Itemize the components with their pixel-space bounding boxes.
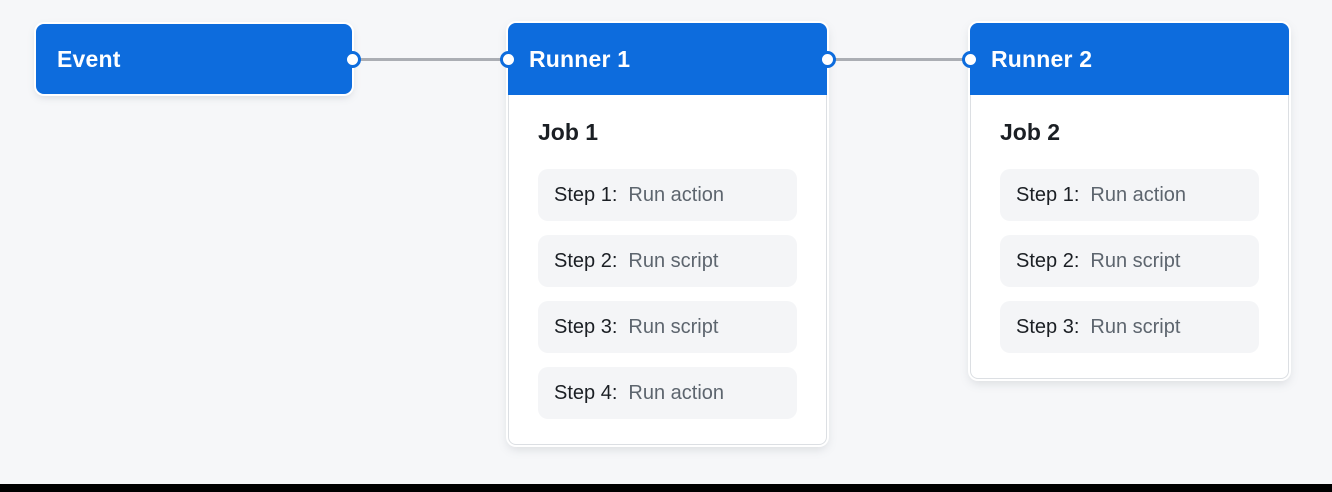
step-row: Step 4: Run action bbox=[538, 367, 797, 419]
runner-2-body: Job 2 Step 1: Run action Step 2: Run scr… bbox=[971, 95, 1288, 378]
bottom-bar bbox=[0, 484, 1332, 492]
connector-dot-runner2-in bbox=[962, 51, 979, 68]
step-row: Step 3: Run script bbox=[538, 301, 797, 353]
job-2-steps: Step 1: Run action Step 2: Run script St… bbox=[1000, 169, 1259, 353]
connector-line-runner1-runner2 bbox=[827, 58, 970, 61]
event-node: Event bbox=[36, 24, 352, 94]
step-label: Step 3: bbox=[554, 315, 618, 338]
runner-2-card: Runner 2 Job 2 Step 1: Run action Step 2… bbox=[970, 23, 1289, 379]
runner-2-title: Runner 2 bbox=[991, 45, 1093, 72]
job-1-title: Job 1 bbox=[538, 119, 599, 145]
step-label: Step 2: bbox=[554, 249, 618, 272]
step-action: Run script bbox=[1090, 315, 1181, 338]
runner-1-header: Runner 1 bbox=[508, 23, 827, 95]
connector-dot-runner1-out bbox=[819, 51, 836, 68]
step-action: Run script bbox=[628, 249, 719, 272]
job-2-title: Job 2 bbox=[1000, 119, 1061, 145]
step-row: Step 1: Run action bbox=[538, 169, 797, 221]
step-action: Run action bbox=[628, 381, 725, 404]
step-row: Step 3: Run script bbox=[1000, 301, 1259, 353]
step-action: Run script bbox=[1090, 249, 1181, 272]
step-action: Run script bbox=[628, 315, 719, 338]
step-label: Step 1: bbox=[554, 183, 618, 206]
connector-line-event-runner1 bbox=[352, 58, 508, 61]
step-action: Run action bbox=[628, 183, 725, 206]
step-row: Step 2: Run script bbox=[1000, 235, 1259, 287]
step-row: Step 2: Run script bbox=[538, 235, 797, 287]
step-label: Step 3: bbox=[1016, 315, 1080, 338]
step-label: Step 4: bbox=[554, 381, 618, 404]
connector-dot-event-out bbox=[344, 51, 361, 68]
runner-1-body: Job 1 Step 1: Run action Step 2: Run scr… bbox=[509, 95, 826, 444]
job-1-steps: Step 1: Run action Step 2: Run script St… bbox=[538, 169, 797, 419]
runner-1-card: Runner 1 Job 1 Step 1: Run action Step 2… bbox=[508, 23, 827, 445]
step-row: Step 1: Run action bbox=[1000, 169, 1259, 221]
step-label: Step 1: bbox=[1016, 183, 1080, 206]
runner-1-title: Runner 1 bbox=[529, 45, 631, 72]
runner-2-header: Runner 2 bbox=[970, 23, 1289, 95]
step-label: Step 2: bbox=[1016, 249, 1080, 272]
connector-dot-runner1-in bbox=[500, 51, 517, 68]
step-action: Run action bbox=[1090, 183, 1187, 206]
event-label: Event bbox=[57, 45, 121, 72]
